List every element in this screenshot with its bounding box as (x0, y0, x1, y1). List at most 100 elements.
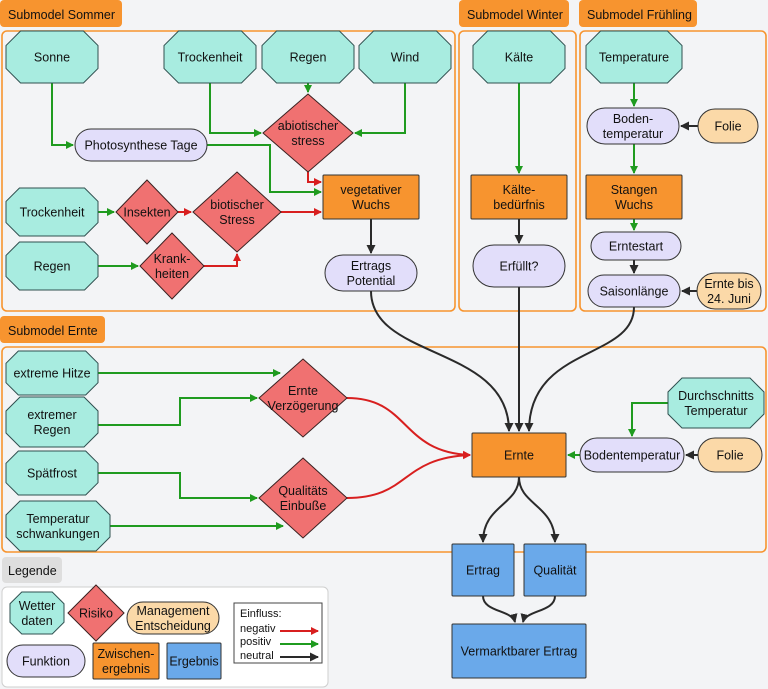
edge-sonne-photosynthese (51, 83, 74, 149)
legend-label-risk: Risiko (79, 607, 113, 621)
label-ertragspotential-line-1: Ertrags (351, 259, 391, 273)
label-temperature: Temperature (599, 51, 669, 65)
node-bodentemperatur-fr (586, 107, 680, 145)
node-sonne (5, 30, 99, 84)
label-stangen-line-1: Stangen (611, 183, 658, 197)
node-hitze (5, 350, 99, 396)
node-verzoegerung (258, 358, 348, 438)
node-regen-mid (5, 241, 99, 291)
label-spaetfrost: Spätfrost (27, 467, 78, 481)
label-kaeltebeduerfnis-line-2: bedürfnis (493, 198, 544, 212)
edge-krankheiten-biotisch (204, 253, 241, 267)
tab-bg-ernte (0, 316, 105, 343)
label-trockenheit-top: Trockenheit (178, 51, 243, 65)
edge-potential-ernte (370, 290, 514, 432)
label-verzoegerung-line-1: Ernte (288, 384, 318, 398)
node-krankheiten (139, 232, 205, 300)
node-temperature (585, 30, 683, 84)
legend-inter (92, 642, 160, 680)
edge-qualitaet-vermarktbar (520, 595, 556, 623)
node-qualitaets (258, 457, 348, 539)
label-temp-schw-line-2: schwankungen (16, 527, 99, 541)
label-erntebis-line-1: Ernte bis (704, 277, 753, 291)
edge-wind-abiotisch (354, 83, 406, 137)
node-trockenheit-top (163, 30, 257, 84)
node-folie-fr (697, 108, 759, 144)
node-kaelte (472, 30, 566, 84)
label-extremer-regen-line-2: Regen (34, 423, 71, 437)
legend-label-weather-line-1: Wetter (19, 599, 56, 613)
label-vegetativer-line-1: vegetativer (340, 183, 401, 197)
legend-label-mgmt-line-1: Management (137, 604, 210, 618)
edge-photosynthese-vegetativ (207, 144, 322, 196)
node-spaetfrost (5, 450, 99, 496)
legend-risk (67, 584, 125, 642)
node-ertragspotential (324, 254, 418, 292)
node-insekten (115, 179, 179, 245)
legend-label-func: Funktion (22, 655, 70, 669)
label-sonne: Sonne (34, 51, 70, 65)
node-erntebis (696, 272, 762, 310)
edge-regen-verzoegerung (98, 394, 258, 426)
node-wind (358, 30, 452, 84)
label-hitze: extreme Hitze (13, 367, 90, 381)
node-folie-e (697, 437, 763, 473)
node-vegetativer (322, 174, 420, 220)
label-bodentemperatur-fr-line-1: Boden- (613, 112, 653, 126)
legend-label-inter-line-2: ergebnis (102, 662, 150, 676)
label-abiotischer-line-1: abiotischer (278, 119, 338, 133)
node-temp-schw (5, 500, 111, 552)
section-title-ernte: Submodel Ernte (8, 324, 98, 338)
legend-negativ: negativ (240, 623, 276, 635)
label-vermarktbar: Vermarktbarer Ertrag (461, 645, 578, 659)
edge-durchschnitt-boden (628, 402, 668, 437)
legend-influence-box (233, 602, 323, 664)
label-durchschnitt-line-2: Temperatur (684, 404, 747, 418)
edge-trockenheit-abiotisch (209, 83, 262, 137)
label-vegetativer-line-2: Wuchs (352, 198, 390, 212)
label-durchschnitt-line-1: Durchschnitts (678, 389, 754, 403)
label-stangen-line-2: Wuchs (615, 198, 653, 212)
legend-result (166, 642, 222, 680)
tab-bg-sommer (0, 0, 122, 27)
node-ertrag (451, 543, 515, 597)
label-krankheiten-line-2: heiten (155, 267, 189, 281)
label-kaeltebeduerfnis-line-1: Kälte- (503, 183, 536, 197)
label-insekten: Insekten (123, 206, 170, 220)
label-erntestart: Erntestart (609, 240, 664, 254)
section-title-sommer: Submodel Sommer (8, 8, 115, 22)
legend-title: Legende (8, 564, 57, 578)
tab-bg-fruehling (579, 0, 697, 27)
node-kaeltebeduerfnis (470, 174, 568, 220)
node-vermarktbar (451, 623, 587, 679)
label-bodentemperatur-fr-line-2: temperatur (603, 127, 663, 141)
label-trockenheit-mid: Trockenheit (20, 206, 85, 220)
label-regen-top: Regen (290, 51, 327, 65)
frame-ernte (1, 346, 767, 553)
legend-func (6, 644, 86, 678)
legend-label-weather-line-2: daten (21, 614, 52, 628)
label-ertragspotential-line-2: Potential (347, 274, 396, 288)
edge-ertrag-vermarktbar (482, 595, 518, 623)
label-qualitaet: Qualität (533, 564, 577, 578)
node-qualitaet (523, 543, 587, 597)
label-folie-fr: Folie (714, 120, 741, 134)
label-erfuellt: Erfüllt? (500, 260, 539, 274)
edges-layer (51, 83, 698, 623)
node-trockenheit-mid (5, 187, 99, 237)
node-abiotischer (262, 93, 354, 173)
legend-positiv: positiv (240, 636, 272, 648)
node-saisonlaenge (587, 274, 681, 308)
label-ertrag: Ertrag (466, 564, 500, 578)
edge-spaetfrost-qualitaet (98, 472, 258, 502)
node-bodentemp-e (579, 437, 685, 473)
section-title-fruehling: Submodel Frühling (587, 8, 692, 22)
node-photosynthese (74, 128, 208, 162)
node-durchschnitt (667, 377, 765, 429)
label-abiotischer-line-2: stress (291, 134, 324, 148)
legend-neutral: neutral (240, 650, 274, 662)
label-biotischer-line-1: biotischer (210, 198, 264, 212)
edge-verzoegerung-ernte (346, 397, 471, 459)
edge-qualitaet-ernte (346, 451, 471, 499)
